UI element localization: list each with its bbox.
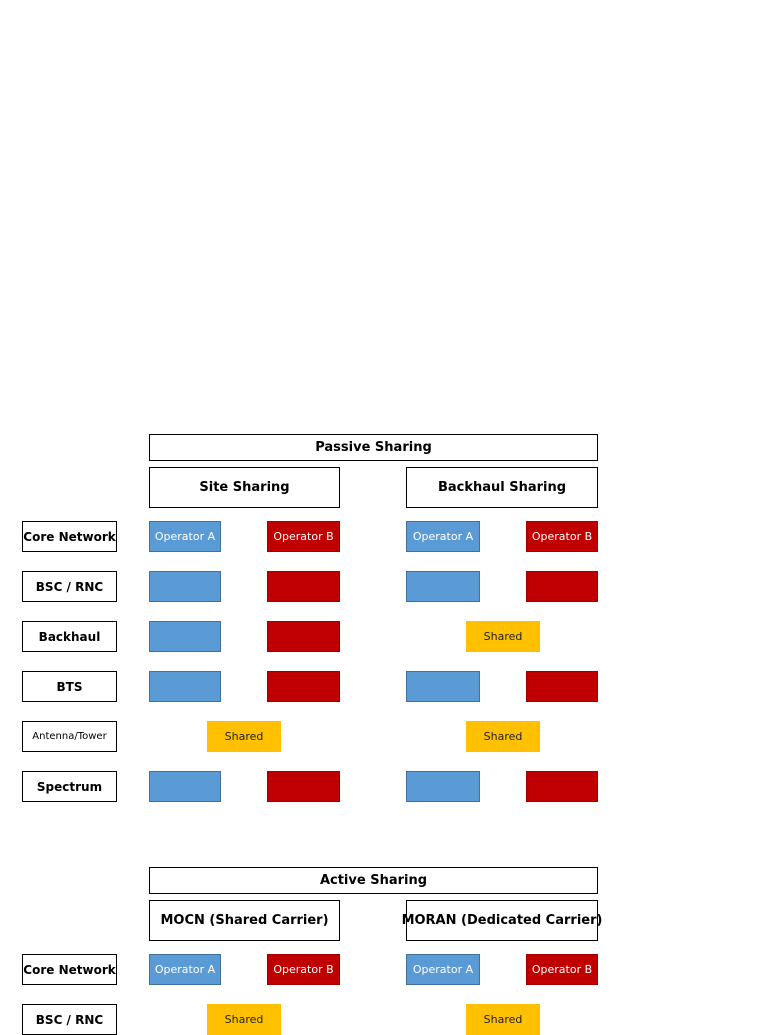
backhaul-bts-operator-a (406, 671, 480, 702)
site-spectrum-operator-b (267, 771, 340, 802)
mocn-header: MOCN (Shared Carrier) (149, 900, 340, 941)
moran-core-operator-b: Operator B (526, 954, 598, 985)
active-sharing-title: Active Sharing (149, 867, 598, 894)
backhaul-backhaul-shared: Shared (466, 621, 540, 652)
mocn-core-operator-a: Operator A (149, 954, 221, 985)
row-label-spectrum: Spectrum (22, 771, 117, 802)
site-backhaul-operator-a (149, 621, 221, 652)
site-bts-operator-b (267, 671, 340, 702)
site-antenna-shared: Shared (207, 721, 281, 752)
moran-header: MORAN (Dedicated Carrier) (402, 900, 602, 941)
row-label-backhaul: Backhaul (22, 621, 117, 652)
mocn-core-operator-b: Operator B (267, 954, 340, 985)
mocn-bsc-shared: Shared (207, 1004, 281, 1035)
site-core-operator-a: Operator A (149, 521, 221, 552)
row-label-core-network: Core Network (22, 521, 117, 552)
site-bts-operator-a (149, 671, 221, 702)
backhaul-sharing-header: Backhaul Sharing (406, 467, 598, 508)
backhaul-spectrum-operator-a (406, 771, 480, 802)
backhaul-bsc-operator-b (526, 571, 598, 602)
site-backhaul-operator-b (267, 621, 340, 652)
site-bsc-operator-b (267, 571, 340, 602)
moran-core-operator-a: Operator A (406, 954, 480, 985)
passive-sharing-title: Passive Sharing (149, 434, 598, 461)
site-spectrum-operator-a (149, 771, 221, 802)
backhaul-bsc-operator-a (406, 571, 480, 602)
site-core-operator-b: Operator B (267, 521, 340, 552)
backhaul-bts-operator-b (526, 671, 598, 702)
active-row-label-core-network: Core Network (22, 954, 117, 985)
site-bsc-operator-a (149, 571, 221, 602)
backhaul-core-operator-b: Operator B (526, 521, 598, 552)
backhaul-core-operator-a: Operator A (406, 521, 480, 552)
active-row-label-bsc-rnc: BSC / RNC (22, 1004, 117, 1035)
backhaul-spectrum-operator-b (526, 771, 598, 802)
moran-bsc-shared: Shared (466, 1004, 540, 1035)
backhaul-antenna-shared: Shared (466, 721, 540, 752)
row-label-bts: BTS (22, 671, 117, 702)
row-label-antenna-tower: Antenna/Tower (22, 721, 117, 752)
site-sharing-header: Site Sharing (149, 467, 340, 508)
row-label-bsc-rnc: BSC / RNC (22, 571, 117, 602)
